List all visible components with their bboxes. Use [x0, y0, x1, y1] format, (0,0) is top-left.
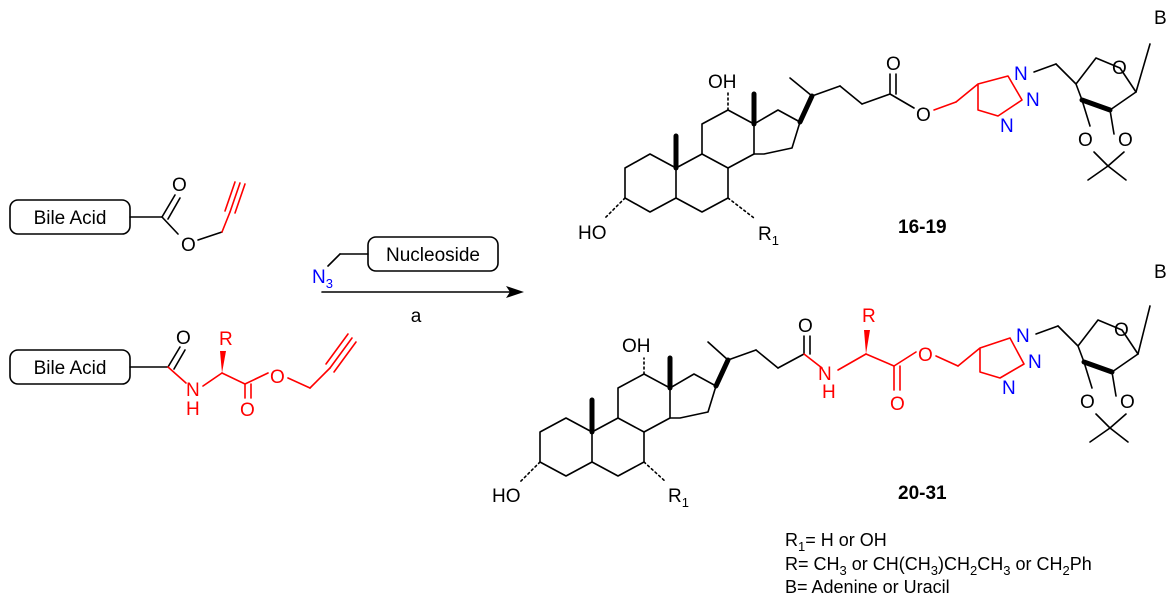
svg-text:O: O: [270, 367, 285, 388]
bile-acid-amino-acid-ester: Bile Acid O N H R O O: [9, 328, 357, 421]
reaction-arrow: a: [321, 286, 524, 327]
svg-text:O: O: [240, 400, 255, 421]
svg-text:O: O: [916, 105, 931, 126]
svg-text:HO: HO: [492, 486, 521, 507]
nucleoside-label: Nucleoside: [386, 245, 480, 266]
svg-text:O: O: [1080, 392, 1095, 413]
svg-text:HO: HO: [578, 223, 607, 244]
bile-acid-label-2: Bile Acid: [34, 358, 107, 379]
svg-text:N: N: [818, 364, 832, 385]
svg-text:N: N: [186, 380, 200, 401]
svg-text:O: O: [1118, 130, 1133, 151]
svg-text:O: O: [1078, 130, 1093, 151]
azide-label: N3: [312, 267, 333, 291]
svg-text:R1: R1: [668, 486, 689, 510]
bile-acid-propargyl-ester: Bile Acid O O: [9, 175, 246, 256]
svg-text:R: R: [219, 329, 233, 350]
svg-text:H: H: [186, 399, 200, 420]
svg-text:N: N: [1000, 116, 1014, 137]
svg-text:N: N: [1014, 64, 1028, 85]
svg-text:R1: R1: [758, 224, 779, 248]
svg-text:O: O: [886, 54, 901, 75]
legend-r: R= CH3 or CH(CH3)CH2CH3 or CH2Ph: [785, 554, 1092, 578]
svg-text:O: O: [1114, 320, 1129, 341]
reaction-condition: a: [411, 306, 422, 327]
svg-text:OH: OH: [708, 72, 737, 93]
svg-text:O: O: [918, 345, 933, 366]
svg-text:B: B: [1154, 262, 1167, 283]
svg-text:N: N: [1002, 378, 1016, 399]
svg-text:R: R: [862, 306, 876, 327]
svg-text:O: O: [890, 394, 905, 415]
legend-b: B= Adenine or Uracil: [785, 577, 950, 597]
svg-text:O: O: [1120, 392, 1135, 413]
svg-text:O: O: [176, 328, 191, 349]
compound-label-16-19: 16-19: [898, 217, 947, 238]
svg-text:O: O: [1112, 58, 1127, 79]
svg-text:N: N: [1016, 326, 1030, 347]
product-16-19: OH HO R1 O O N N N O B O O: [578, 8, 1167, 248]
svg-text:O: O: [798, 316, 813, 337]
svg-text:B: B: [1154, 8, 1167, 29]
svg-text:O: O: [172, 175, 187, 196]
compound-label-20-31: 20-31: [898, 483, 947, 504]
legend-r1: R1= H or OH: [785, 530, 887, 554]
product-20-31: OH HO R1 O N H R O O N N N O B: [492, 262, 1167, 510]
substituent-legend: R1= H or OH R= CH3 or CH(CH3)CH2CH3 or C…: [785, 530, 1092, 597]
svg-text:H: H: [822, 382, 836, 403]
svg-text:OH: OH: [622, 336, 651, 357]
azido-nucleoside-reagent: Nucleoside N3: [312, 236, 499, 291]
svg-text:N: N: [1026, 90, 1040, 111]
bile-acid-label-1: Bile Acid: [34, 208, 107, 229]
svg-text:O: O: [181, 235, 196, 256]
svg-text:N: N: [1028, 352, 1042, 373]
